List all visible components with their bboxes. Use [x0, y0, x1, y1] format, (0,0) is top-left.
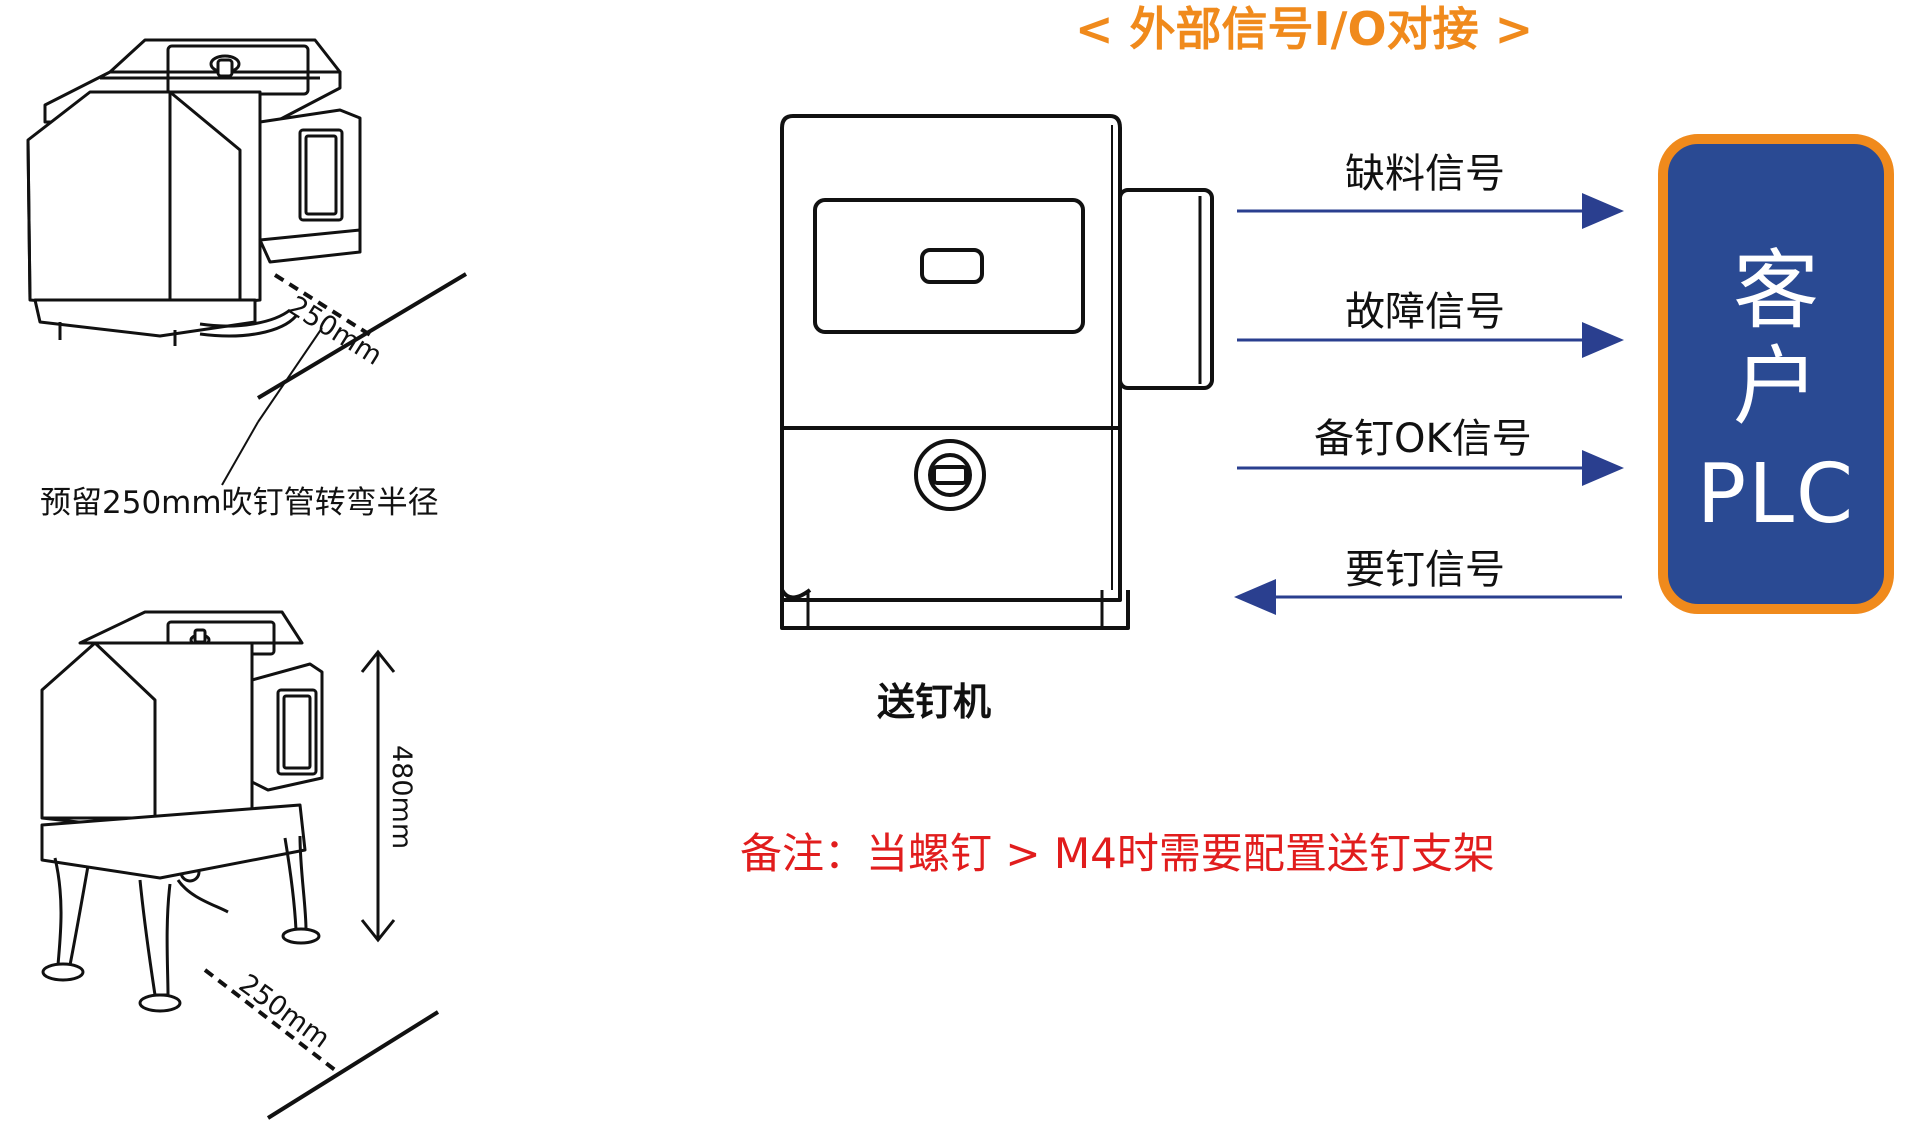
- feeder-label: 送钉机: [877, 680, 992, 724]
- reserve-radius-text: 预留250mm吹钉管转弯半径: [40, 485, 439, 521]
- signal-label-ready: 备钉OK信号: [1314, 416, 1532, 462]
- feeder-front-view: [780, 114, 1214, 630]
- plc-label-line1: 客: [1733, 241, 1819, 341]
- customer-plc-block: 客 户 PLC: [1658, 134, 1894, 614]
- plc-label-line2: 户: [1733, 337, 1819, 437]
- feeder-unit-top-illustration: [26, 38, 362, 346]
- stand-unit-height-dimension: [360, 649, 396, 943]
- feeder-unit-stand-illustration: [40, 610, 324, 1013]
- signal-arrows: [1234, 193, 1624, 615]
- top-unit-clearance-marks: [221, 272, 468, 486]
- stand-unit-height-label: 480mm: [386, 745, 417, 850]
- page-title: < 外部信号I/O对接 >: [1075, 2, 1534, 56]
- signal-label-fault: 故障信号: [1345, 289, 1505, 335]
- note-text: 备注：当螺钉 > M4时需要配置送钉支架: [740, 829, 1495, 878]
- stand-unit-clearance-marks: [203, 968, 440, 1120]
- signal-label-request: 要钉信号: [1345, 547, 1505, 593]
- signal-label-shortage: 缺料信号: [1345, 151, 1505, 197]
- plc-label-line3: PLC: [1696, 447, 1856, 542]
